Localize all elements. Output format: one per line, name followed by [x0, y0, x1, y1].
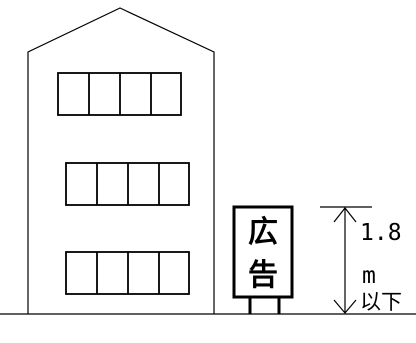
building-outline — [27, 7, 215, 314]
sign-char-2: 告 — [248, 258, 278, 293]
building — [27, 7, 215, 314]
signboard-panel — [232, 205, 294, 299]
dimension-value: 1.8 — [360, 220, 402, 246]
signboard: 広 告 — [232, 205, 294, 314]
dimension-unit: m — [362, 263, 376, 289]
dimension-arrow-head-bottom — [333, 299, 357, 314]
dimension-arrow-head-top — [333, 207, 357, 223]
dimension-qualifier: 以下 — [360, 290, 402, 314]
window-row-bottom — [65, 251, 190, 295]
sign-char-1: 広 — [248, 215, 278, 250]
window-row-top — [57, 72, 182, 116]
window-row-middle — [65, 162, 190, 206]
height-dimension — [320, 206, 372, 314]
